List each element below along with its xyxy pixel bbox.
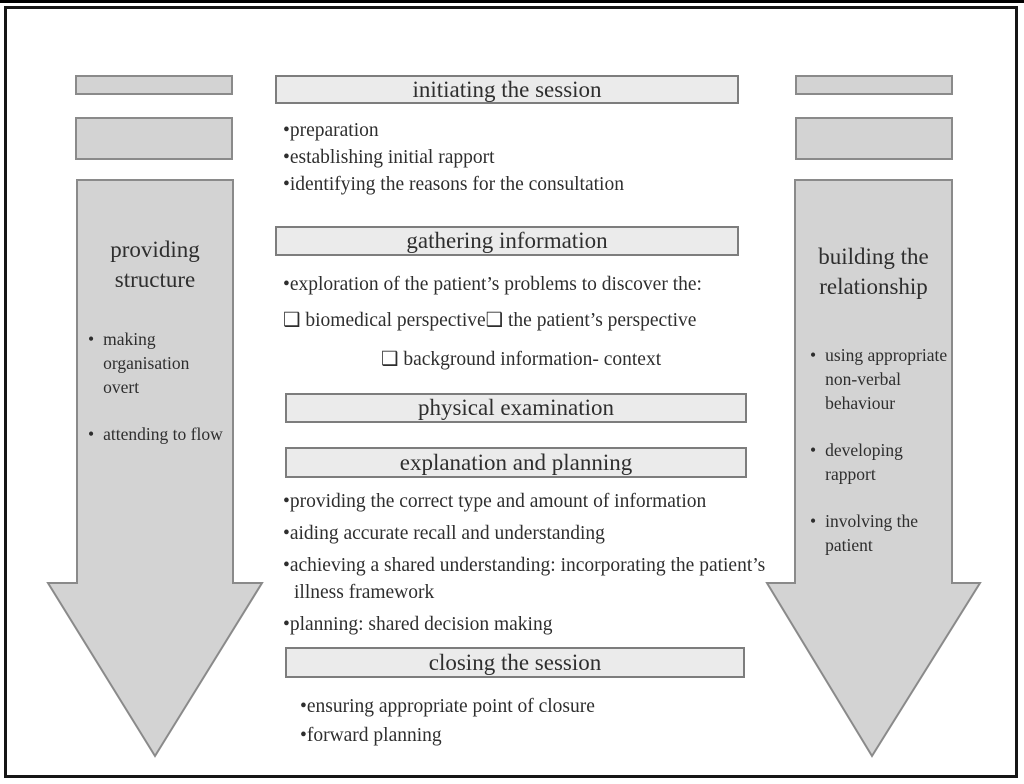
left-arrow-label: providing structure	[110, 237, 200, 292]
bullet-text: involving the patient	[825, 511, 918, 555]
list-item: •ensuring appropriate point of closure	[300, 696, 595, 717]
gathering-perspectives-item: ❑ biomedical perspective❑ the patient’s …	[283, 310, 697, 331]
list-item: •establishing initial rapport	[283, 147, 495, 168]
closing-items: •ensuring appropriate point of closure •…	[300, 692, 595, 750]
list-item: •identifying the reasons for the consult…	[283, 174, 624, 195]
list-item: • developing rapport	[810, 438, 952, 486]
right-arrow-label: building the relationship	[818, 244, 929, 299]
list-item: •planning: shared decision making	[283, 614, 553, 635]
stage-box-physical-examination: physical examination	[285, 393, 747, 423]
bullet-dot: •	[810, 345, 817, 365]
list-item: •aiding accurate recall and understandin…	[283, 523, 605, 544]
left-top-bar-1	[75, 75, 233, 95]
right-top-bar-2	[795, 117, 953, 160]
top-rule	[0, 0, 1024, 3]
bullet-dot: •	[88, 329, 95, 349]
stage-box-closing-the-session: closing the session	[285, 647, 745, 678]
bullet-text: using appropriate non-verbal behaviour	[825, 345, 948, 413]
list-item: •providing the correct type and amount o…	[283, 491, 707, 512]
list-item: • making organisation overt	[88, 327, 226, 399]
stage-box-initiating-the-session: initiating the session	[275, 75, 739, 104]
bullet-dot: •	[810, 511, 817, 531]
right-arrow-bullet-list: • using appropriate non-verbal behaviour…	[810, 343, 952, 580]
list-item: •preparation	[283, 120, 379, 141]
explanation-items: •providing the correct type and amount o…	[283, 488, 777, 643]
right-down-arrow-shape	[765, 179, 982, 758]
outer-frame	[4, 6, 1018, 778]
left-top-bar-2	[75, 117, 233, 160]
left-arrow-bullet-list: • making organisation overt • attending …	[88, 327, 226, 469]
list-item: •achieving a shared understanding: incor…	[283, 555, 766, 603]
bullet-text: attending to flow	[103, 424, 223, 444]
bullet-text: making organisation overt	[103, 329, 190, 397]
gathering-background-item: ❑ background information- context	[381, 349, 662, 370]
bullet-dot: •	[810, 440, 817, 460]
bullet-text: developing rapport	[825, 440, 903, 484]
stage-box-gathering-information: gathering information	[275, 226, 739, 256]
bullet-dot: •	[88, 424, 95, 444]
list-item: • attending to flow	[88, 422, 226, 446]
gathering-exploration-item: •exploration of the patient’s problems t…	[283, 274, 702, 295]
list-item: • using appropriate non-verbal behaviour	[810, 343, 952, 415]
right-top-bar-1	[795, 75, 953, 95]
stage-box-explanation-and-planning: explanation and planning	[285, 447, 747, 478]
left-down-arrow-shape	[46, 179, 264, 758]
initiating-items: •preparation •establishing initial rappo…	[283, 117, 624, 198]
list-item: •forward planning	[300, 725, 442, 746]
list-item: • involving the patient	[810, 509, 952, 557]
